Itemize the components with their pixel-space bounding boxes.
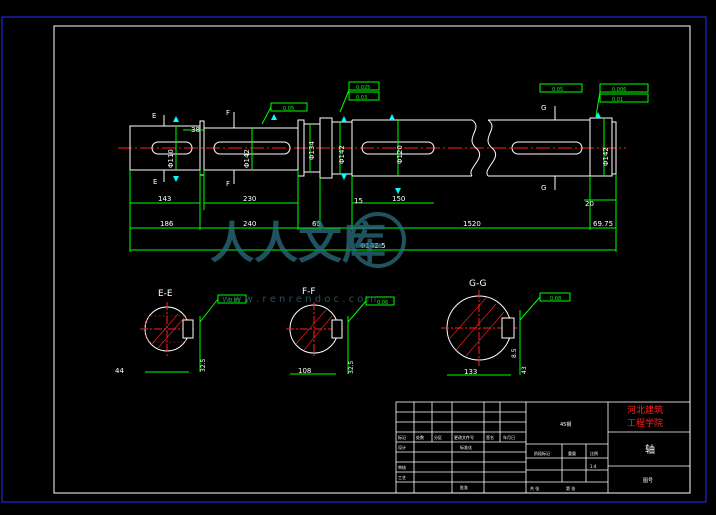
- section-f-tolerance: 0.06: [377, 300, 388, 306]
- label-count: 处数: [416, 434, 424, 440]
- section-e-width: 44: [115, 367, 124, 375]
- total-length: Φ142.5: [360, 242, 386, 250]
- section-e-tolerance: 0.05: [229, 298, 240, 304]
- diameter-lines: [175, 118, 605, 176]
- title-block-text: 河北建筑 工程学院 轴 图号 45钢 标记 处数 分区 更改文件号 签名 年月日…: [398, 404, 663, 491]
- section-e-title: E-E: [158, 289, 173, 299]
- scale-value: 1:4: [590, 464, 597, 469]
- section-g-width: 133: [464, 368, 477, 376]
- label-date: 年月日: [503, 434, 515, 440]
- school-name-line2: 工程学院: [627, 417, 663, 429]
- dim-69-75: 69.75: [593, 220, 613, 228]
- drawing-number: 图号: [643, 478, 653, 484]
- dimension-labels: 143 38 230 150 20 186 240 65 15 1520 69.…: [158, 126, 613, 250]
- label-review: 审核: [398, 464, 406, 470]
- dim-1520: 1520: [463, 220, 481, 228]
- section-f-width: 108: [298, 367, 311, 375]
- label-mark: 标记: [398, 434, 406, 440]
- tolerance-2: 0.025: [356, 85, 370, 91]
- section-g-title: G-G: [469, 279, 487, 289]
- section-f-height: 32.5: [348, 360, 355, 374]
- marker-f-bottom: F: [226, 180, 230, 188]
- tolerance-3: 0.03: [356, 95, 367, 101]
- section-f-title: F-F: [302, 287, 316, 297]
- section-g-tolerance: 0.08: [550, 296, 561, 302]
- length-dims: [129, 129, 617, 252]
- label-design: 设计: [398, 444, 406, 450]
- dim-20: 20: [585, 200, 594, 208]
- school-name-line1: 河北建筑: [627, 404, 663, 416]
- diameter-labels: Φ110 Φ142 Φ134 Φ142 Φ120 Φ142: [167, 141, 610, 168]
- tolerance-frames: [261, 81, 649, 125]
- section-g: G-G 133 43 8.5 0.08: [441, 279, 571, 376]
- dim-230: 230: [243, 195, 256, 203]
- dim-15: 15: [354, 197, 363, 205]
- label-sheet-no: 第 张: [566, 485, 575, 491]
- label-zone: 分区: [434, 434, 442, 440]
- marker-g-top: G: [541, 104, 546, 112]
- marker-f-top: F: [226, 109, 230, 117]
- watermark: 人人文库 w w w . r e n r e n d o c . c o m: [210, 212, 406, 305]
- label-process: 工艺: [398, 475, 406, 480]
- label-scale: 比例: [590, 450, 598, 456]
- section-g-depth: 8.5: [511, 348, 518, 358]
- leader-arrows: [173, 112, 601, 194]
- tolerance-5: 0.006: [612, 87, 626, 93]
- dim-240: 240: [243, 220, 256, 228]
- diameter-2: Φ142: [243, 149, 251, 168]
- label-sheet-total: 共 张: [530, 485, 539, 491]
- section-hatching: [151, 297, 505, 357]
- dim-186: 186: [160, 220, 174, 228]
- section-e: E-E 44 32.5 0.05: [115, 289, 247, 375]
- dim-150: 150: [392, 195, 405, 203]
- label-stage-mark: 阶段标记: [534, 450, 550, 456]
- section-f: F-F 108 32.5 0.06: [286, 287, 395, 375]
- part-name: 轴: [645, 443, 655, 456]
- marker-g-bottom: G: [541, 184, 546, 192]
- label-signature: 签名: [486, 434, 494, 440]
- tolerance-1: 0.05: [283, 106, 294, 112]
- label-approve: 批准: [460, 484, 468, 490]
- outer-border: [1, 16, 707, 503]
- dim-65: 65: [312, 220, 321, 228]
- marker-e-bottom: E: [153, 178, 157, 186]
- material: 45钢: [560, 421, 571, 428]
- diameter-5: Φ120: [396, 145, 404, 164]
- section-e-height: 32.5: [200, 358, 207, 372]
- tolerance-4: 0.05: [552, 87, 563, 93]
- tolerance-labels: 0.05 0.025 0.03 0.05 0.006 0.01: [283, 85, 626, 112]
- diameter-6: Φ142: [602, 147, 610, 166]
- tolerance-6: 0.01: [612, 97, 623, 103]
- marker-e-top: E: [152, 112, 156, 120]
- watermark-url: w w w . r e n r e n d o c . c o m: [222, 294, 376, 305]
- shaft-main-view: 143 38 230 150 20 186 240 65 15 1520 69.…: [118, 81, 649, 252]
- title-block: [395, 401, 691, 494]
- inner-border: [53, 25, 691, 494]
- watermark-text: 人人文库: [210, 218, 386, 269]
- diameter-1: Φ110: [167, 149, 175, 168]
- label-weight: 重量: [568, 450, 576, 456]
- diameter-4: Φ142: [338, 145, 346, 164]
- dim-38: 38: [191, 126, 200, 134]
- label-change-doc: 更改文件号: [454, 434, 474, 440]
- view-markers: E F G E F G: [152, 104, 546, 192]
- section-g-height: 43: [521, 366, 528, 374]
- section-cut-lines: [163, 106, 556, 190]
- dim-143: 143: [158, 195, 171, 203]
- diameter-3: Φ134: [308, 141, 316, 160]
- label-standardize: 标准化: [460, 444, 472, 450]
